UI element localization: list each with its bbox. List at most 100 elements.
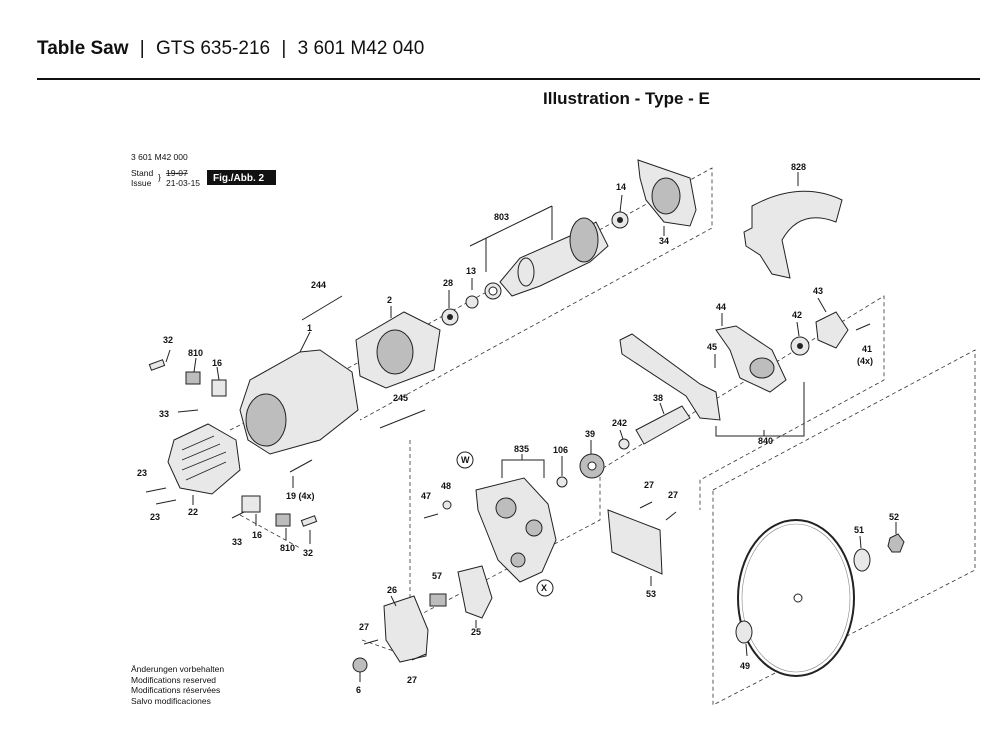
callout-16: 16	[252, 530, 262, 540]
callout-53: 53	[646, 589, 656, 599]
cover-plate-part	[607, 509, 663, 575]
saw-blade-arbor-hole	[793, 593, 803, 603]
callout-27: 27	[407, 675, 417, 685]
callout-27: 27	[668, 490, 678, 500]
callout-42: 42	[792, 310, 802, 320]
bearing-flange-part	[815, 311, 849, 349]
callout-803: 803	[494, 212, 509, 222]
model-name: GTS 635-216	[156, 38, 271, 59]
switch-part	[429, 593, 447, 607]
inner-flange-part	[853, 548, 871, 572]
leader-line	[619, 429, 624, 440]
header-separator: |	[139, 38, 145, 59]
hex-nut-part	[887, 533, 905, 553]
gear-housing-part	[475, 454, 557, 583]
callout-19: 19 (4x)	[286, 491, 315, 501]
end-cap-part	[167, 423, 241, 505]
callout-43: 43	[813, 286, 823, 296]
leader-line	[859, 535, 862, 549]
callout-835: 835	[514, 444, 529, 454]
figure-label: Fig./Abb. 2	[213, 173, 265, 184]
note-line: Modifications réservées	[131, 685, 221, 695]
issue-date: 21-03-15	[166, 178, 200, 188]
reference-w-circle	[456, 451, 474, 469]
callout-23: 23	[150, 512, 160, 522]
screw-part	[155, 499, 177, 505]
callout-1: 1	[307, 323, 312, 333]
callout-2: 2	[387, 295, 392, 305]
callout-27: 27	[359, 622, 369, 632]
leader-line	[745, 643, 748, 657]
callout-27: 27	[644, 480, 654, 490]
callout-33: 33	[159, 409, 169, 419]
spacer-ring-part	[471, 278, 502, 300]
part-number: 3 601 M42 040	[297, 38, 425, 59]
callout-810: 810	[280, 543, 295, 553]
callout-244: 244	[311, 280, 326, 290]
washer-part-106	[556, 476, 568, 488]
figure-label-box	[207, 170, 276, 185]
callout-16: 16	[212, 358, 222, 368]
drive-shaft-part	[635, 402, 691, 445]
callout-13: 13	[466, 266, 476, 276]
support-rod-part	[301, 295, 343, 321]
screw-part	[423, 513, 439, 519]
screw-part	[855, 323, 871, 331]
leader-line	[390, 595, 397, 607]
callout-w: W	[461, 455, 470, 465]
motor-housing-part	[239, 331, 359, 455]
fan-housing-part	[637, 159, 697, 236]
leader-line	[817, 297, 827, 313]
callout-44: 44	[716, 302, 726, 312]
note-line: Modifications reserved	[131, 674, 217, 685]
page-header: Table Saw | GTS 635-216 | 3 601 M42 040	[37, 37, 424, 61]
callout-52: 52	[889, 512, 899, 522]
note-line: Änderungen vorbehalten	[131, 664, 225, 674]
blade-guard-part	[743, 172, 843, 279]
screw-part	[145, 487, 167, 493]
callout-32: 32	[163, 335, 173, 345]
screw-part	[411, 653, 427, 661]
housing-screw-part	[289, 459, 313, 473]
bearing-bore	[797, 343, 803, 349]
support-rod-part	[379, 409, 426, 429]
washer-part	[465, 295, 479, 309]
header-rule	[37, 78, 980, 80]
callout-26: 26	[387, 585, 397, 595]
callout-25: 25	[471, 627, 481, 637]
electronics-module-part	[457, 565, 493, 619]
retaining-ring-part	[618, 438, 630, 450]
callout-810: 810	[188, 348, 203, 358]
callout-41: 41	[862, 344, 872, 354]
callout-828: 828	[791, 162, 806, 172]
switch-housing-part	[383, 595, 429, 663]
callout-33: 33	[232, 537, 242, 547]
saw-blade-rim	[741, 523, 851, 673]
issue-label: Issue	[131, 178, 152, 188]
brace-glyph: }	[158, 172, 161, 182]
callout-6: 6	[356, 685, 361, 695]
callout-45: 45	[707, 342, 717, 352]
callout-34: 34	[659, 236, 669, 246]
callout-242: 242	[612, 418, 627, 428]
brush-holder-parts-top	[148, 349, 227, 413]
product-name: Table Saw	[37, 38, 129, 59]
callout-x: X	[541, 583, 547, 593]
cable-gland-part	[352, 657, 368, 673]
reference-x-circle	[536, 579, 554, 597]
stand-label: Stand	[131, 168, 153, 178]
callout-28: 28	[443, 278, 453, 288]
outer-flange-part	[735, 620, 753, 644]
screw-part	[665, 511, 677, 521]
bearing-part-28	[441, 290, 459, 326]
callout-840: 840	[758, 436, 773, 446]
callout-22: 22	[188, 507, 198, 517]
bracket-assembly-part	[619, 313, 805, 437]
callout-14: 14	[616, 182, 626, 192]
stator-part	[355, 306, 441, 389]
callout-245: 245	[393, 393, 408, 403]
callout-32: 32	[303, 548, 313, 558]
callout-38: 38	[653, 393, 663, 403]
leader-line	[796, 321, 800, 337]
